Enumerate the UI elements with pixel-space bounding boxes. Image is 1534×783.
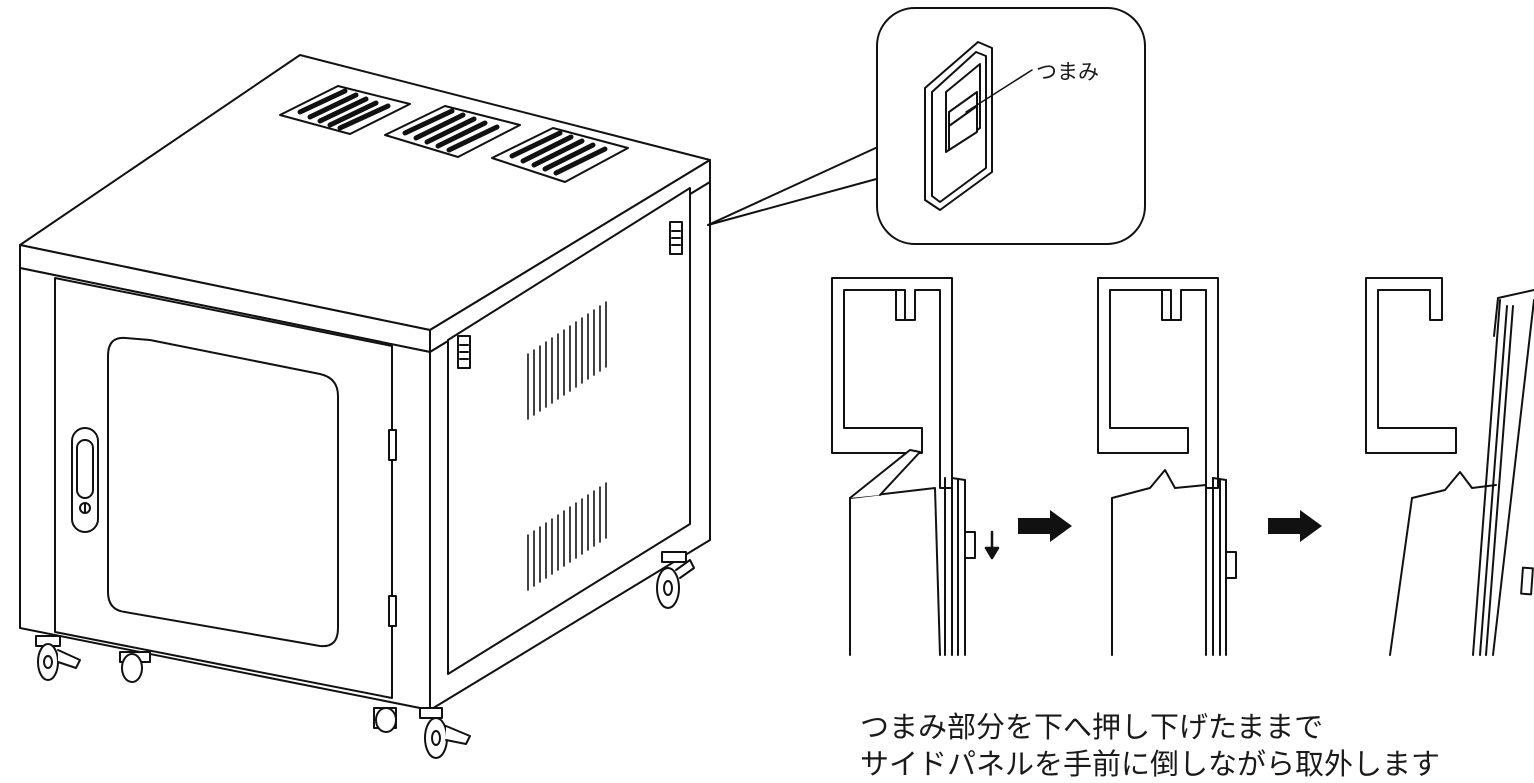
door-window xyxy=(107,336,339,648)
instruction-caption-line-2: サイドパネルを手前に倒しながら取外します xyxy=(860,747,1441,781)
side-vent-louver xyxy=(527,301,607,420)
step-1-section xyxy=(831,277,1000,656)
knob-pressed xyxy=(964,531,976,559)
frame-profile-inner xyxy=(895,289,906,321)
side-panel-latch xyxy=(849,449,921,499)
caster-wheel xyxy=(419,707,471,759)
door-handle[interactable] xyxy=(71,427,99,533)
knob-label-leader xyxy=(965,69,1033,113)
side-panel-section xyxy=(849,487,941,656)
diagram-canvas xyxy=(19,7,1534,759)
step-2-section xyxy=(1097,277,1237,656)
caster-wheel xyxy=(656,551,695,609)
side-panel xyxy=(447,187,691,675)
step-arrow-icon xyxy=(1268,510,1322,542)
caster-wheel xyxy=(373,707,397,733)
callout-leader-line xyxy=(707,145,881,226)
callout-leader-line xyxy=(707,177,881,226)
knob-released xyxy=(1520,566,1534,596)
caster-wheel xyxy=(119,651,151,683)
door-hinge xyxy=(388,429,397,461)
knob-closeup xyxy=(924,41,993,211)
diagram: つまみ つまみ部分を下へ押し下げたままで サイドパネルを手前に倒しながら取外しま… xyxy=(19,7,1534,781)
caster-wheel xyxy=(35,635,81,681)
frame-profile xyxy=(1365,277,1457,454)
side-panel-latch xyxy=(1411,471,1497,499)
server-rack-cabinet xyxy=(19,54,711,759)
top-vent-grille xyxy=(491,127,629,183)
step-arrow-icon xyxy=(1018,510,1072,542)
knob-callout xyxy=(707,7,1146,245)
side-vent-louver xyxy=(527,482,607,591)
top-vent-grille xyxy=(279,85,411,135)
side-panel-knob[interactable] xyxy=(457,335,471,369)
instruction-caption-line-1: つまみ部分を下へ押し下げたままで xyxy=(860,710,1324,744)
knob-released xyxy=(1225,551,1237,579)
frame-profile xyxy=(831,277,953,489)
tilted-side-panel xyxy=(1493,289,1534,337)
frame-profile-inner xyxy=(1161,289,1172,321)
door-hinge xyxy=(388,595,397,627)
side-panel-latch xyxy=(1111,469,1207,499)
knob-label: つまみ xyxy=(1036,60,1099,84)
step-3-section xyxy=(1365,277,1534,656)
side-panel-knob[interactable] xyxy=(669,221,683,255)
down-arrow-icon xyxy=(984,530,1000,560)
top-vent-grille xyxy=(384,105,521,158)
frame-profile xyxy=(1097,277,1219,489)
callout-frame xyxy=(876,7,1146,245)
